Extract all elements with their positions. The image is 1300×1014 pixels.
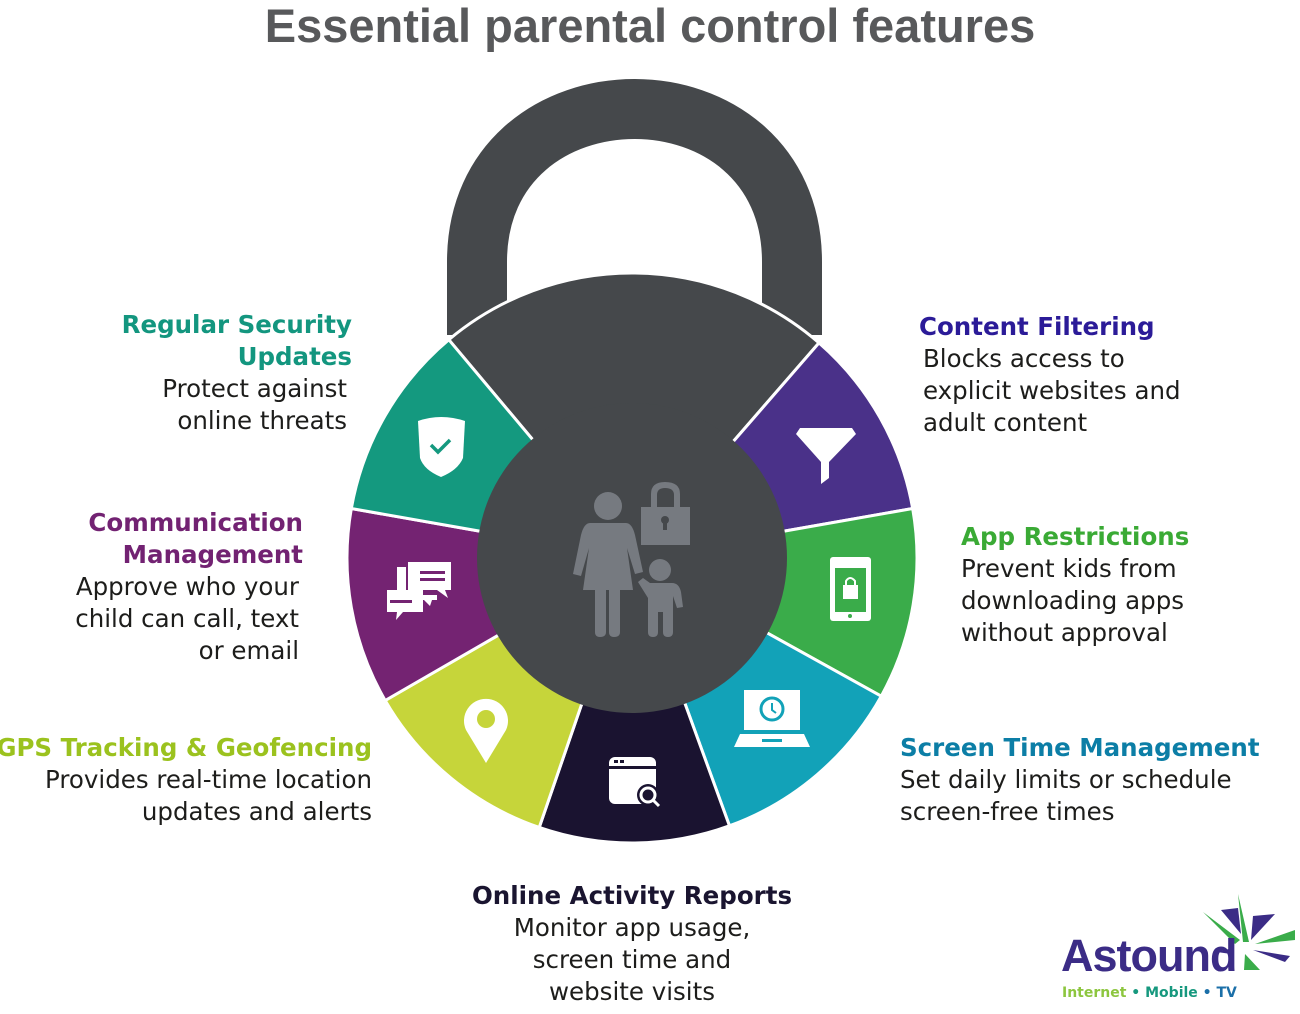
logo-tagline: Internet • Mobile • TV xyxy=(1062,985,1237,1001)
feature-desc: screen time and xyxy=(532,945,732,974)
feature-desc: without approval xyxy=(961,618,1168,647)
feature-desc: or email xyxy=(198,636,299,665)
feature-security-updates: Regular Security Updates Protect against… xyxy=(122,309,352,437)
browser-search-icon xyxy=(609,757,661,808)
feature-desc: online threats xyxy=(177,406,347,435)
feature-communication: Communication Management Approve who you… xyxy=(75,507,303,667)
feature-desc: updates and alerts xyxy=(141,797,372,826)
tagline-mobile: Mobile xyxy=(1145,985,1198,1001)
location-pin-icon xyxy=(463,698,508,763)
laptop-clock-icon xyxy=(734,690,810,747)
feature-desc: screen-free times xyxy=(900,797,1115,826)
feature-screen-time: Screen Time Management Set daily limits … xyxy=(900,732,1260,828)
feature-desc: downloading apps xyxy=(961,586,1185,615)
feature-desc: Prevent kids from xyxy=(961,554,1177,583)
parent-child-lock-icon xyxy=(573,482,690,637)
feature-title: Online Activity Reports xyxy=(471,881,793,910)
feature-title: Communication xyxy=(88,508,303,537)
phone-lock-icon xyxy=(830,557,871,621)
feature-desc: Blocks access to xyxy=(923,344,1125,373)
starburst-icon xyxy=(1203,894,1295,970)
astound-logo: Astound Internet • Mobile • TV xyxy=(1055,890,1300,1010)
feature-title: Management xyxy=(122,540,303,569)
feature-content-filtering: Content Filtering Blocks access to expli… xyxy=(919,311,1181,439)
feature-title: App Restrictions xyxy=(961,522,1190,551)
lock-shackle xyxy=(447,79,822,335)
feature-title: Screen Time Management xyxy=(900,733,1260,762)
feature-desc: explicit websites and xyxy=(923,376,1181,405)
feature-title: GPS Tracking & Geofencing xyxy=(0,733,372,762)
feature-desc: Protect against xyxy=(162,374,347,403)
feature-desc: Monitor app usage, xyxy=(513,913,751,942)
feature-app-restrictions: App Restrictions Prevent kids from downl… xyxy=(961,521,1189,649)
feature-desc: Set daily limits or schedule xyxy=(900,765,1232,794)
feature-activity-reports: Online Activity Reports Monitor app usag… xyxy=(432,880,832,1008)
feature-desc: website visits xyxy=(549,977,715,1006)
shield-check-icon xyxy=(418,417,465,477)
tagline-tv: TV xyxy=(1216,985,1237,1001)
feature-title: Regular Security xyxy=(121,310,352,339)
feature-desc: adult content xyxy=(923,408,1088,437)
chat-bubbles-icon xyxy=(387,562,451,620)
feature-desc: Approve who your xyxy=(75,572,299,601)
funnel-icon xyxy=(796,428,856,484)
feature-desc: Provides real-time location xyxy=(45,765,372,794)
feature-gps: GPS Tracking & Geofencing Provides real-… xyxy=(0,732,372,828)
feature-title: Content Filtering xyxy=(919,312,1155,341)
feature-title: Updates xyxy=(237,342,352,371)
logo-name: Astound xyxy=(1061,930,1237,981)
feature-desc: child can call, text xyxy=(75,604,299,633)
tagline-internet: Internet xyxy=(1062,985,1127,1001)
page-title: Essential parental control features xyxy=(264,0,1036,52)
